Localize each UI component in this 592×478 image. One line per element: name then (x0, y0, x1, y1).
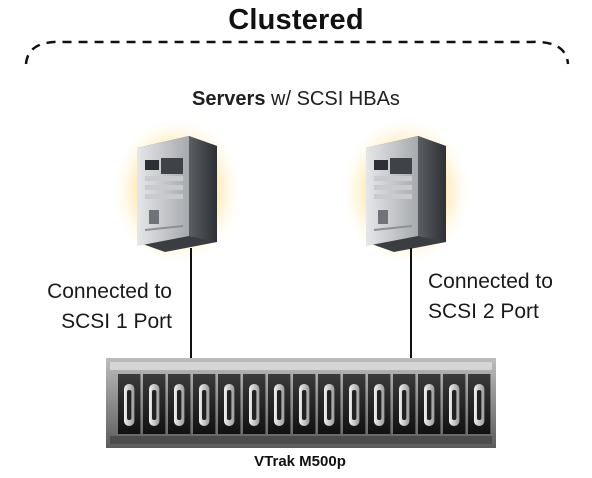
scsi-cable-left (190, 248, 192, 360)
cluster-bracket (24, 40, 570, 65)
right-port-line2: SCSI 2 Port (428, 300, 539, 323)
server-left-icon (113, 118, 241, 264)
storage-label: VTrak M500p (254, 453, 346, 470)
servers-label-rest: w/ SCSI HBAs (265, 88, 400, 110)
server-right-icon (342, 118, 470, 264)
raid-storage-icon (106, 358, 496, 448)
cluster-title: Clustered (228, 4, 364, 36)
right-port-line1: Connected to (428, 270, 553, 293)
right-port-label: Connected to SCSI 2 Port (428, 267, 588, 327)
servers-label-bold: Servers (192, 88, 266, 110)
servers-label: Servers w/ SCSI HBAs (0, 88, 592, 111)
left-port-line2: SCSI 1 Port (61, 310, 172, 333)
scsi-cable-right (410, 248, 412, 360)
left-port-label: Connected to SCSI 1 Port (16, 277, 172, 337)
left-port-line1: Connected to (47, 280, 172, 303)
